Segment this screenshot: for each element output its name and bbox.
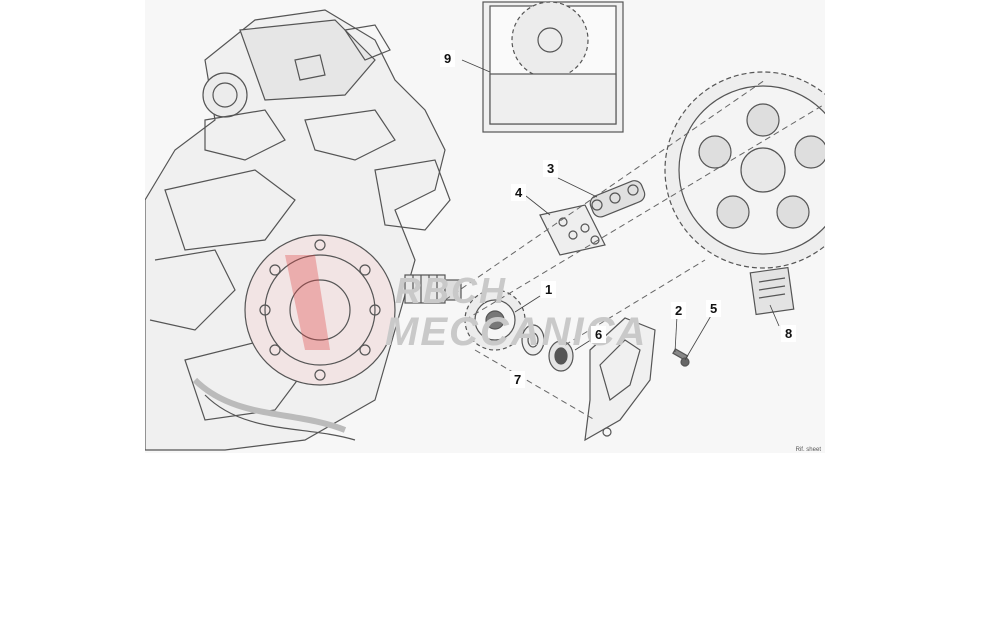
- clutch-cover: [244, 234, 396, 386]
- callout-5: 5: [706, 300, 722, 317]
- watermark-line1: RBCH: [395, 270, 507, 311]
- chain-kit-box: [482, 1, 624, 133]
- sprocket-cover: [584, 317, 656, 442]
- drawing-credit: Rif. sheet: [796, 447, 822, 453]
- callout-1: 1: [541, 281, 557, 298]
- warning-label: [749, 266, 795, 316]
- engine-block: [145, 9, 451, 451]
- exploded-parts-diagram: Rif. sheet RBCH MECCANICA 9 3 4 1 2 5 6 …: [145, 0, 825, 453]
- output-shaft: [404, 274, 462, 304]
- rear-sprocket: [664, 71, 825, 269]
- front-sprocket: [464, 289, 526, 351]
- sprocket-nut: [548, 340, 574, 372]
- chain-segment: [589, 180, 646, 218]
- callout-3: 3: [543, 160, 559, 177]
- callout-4: 4: [511, 184, 527, 201]
- master-link: [539, 204, 606, 256]
- callout-2: 2: [671, 302, 687, 319]
- watermark-line2: MECCANICA: [385, 310, 648, 354]
- callout-9: 9: [440, 50, 456, 67]
- callout-8: 8: [781, 325, 797, 342]
- callout-leaders: [461, 59, 780, 361]
- diagram-drawing: Rif. sheet: [145, 1, 825, 453]
- washer: [521, 324, 545, 356]
- callout-6: 6: [591, 326, 607, 343]
- assembly-leader-lines: [444, 79, 825, 421]
- callout-7: 7: [510, 371, 526, 388]
